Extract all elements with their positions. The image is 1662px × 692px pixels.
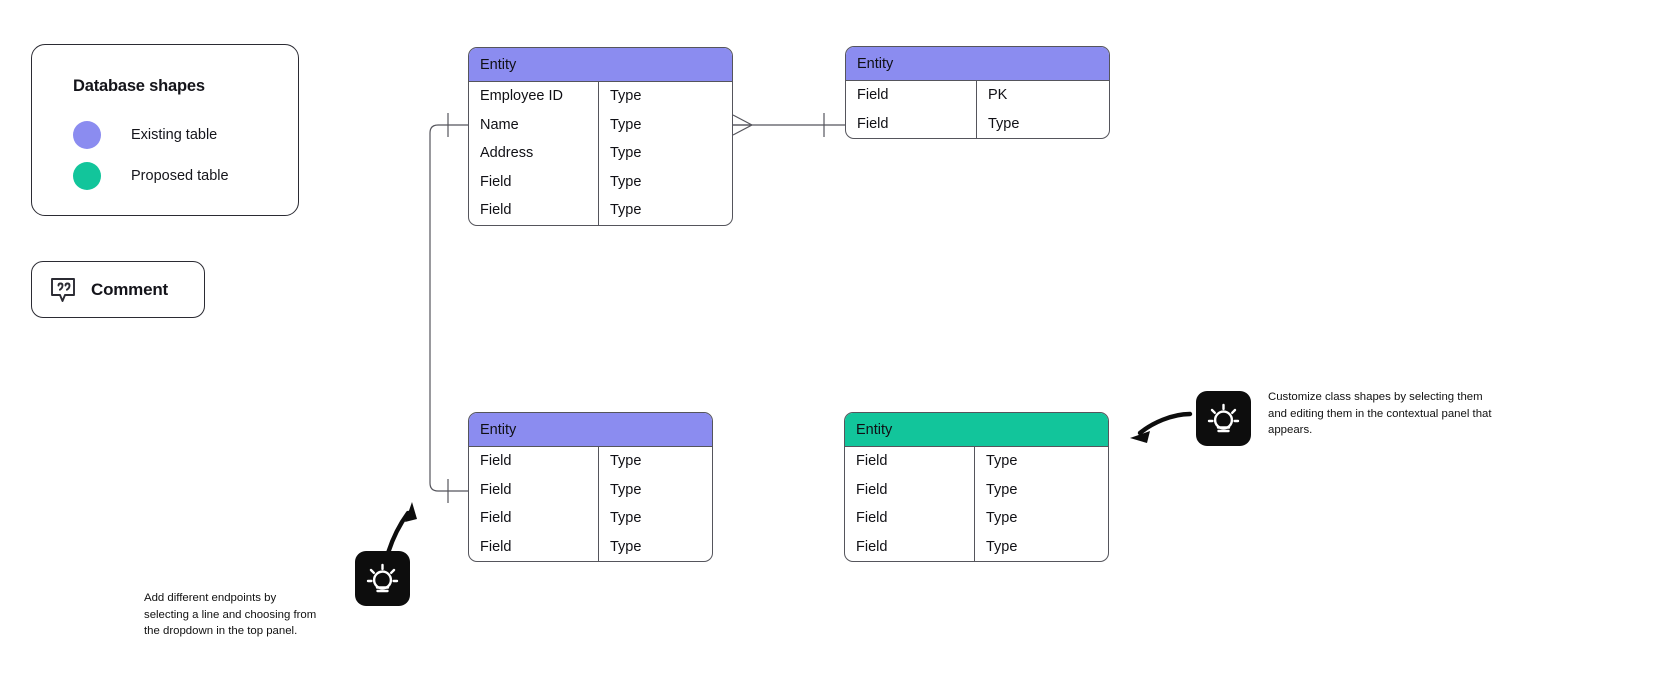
field-name-cell: Field bbox=[469, 504, 599, 533]
field-type-cell: Type bbox=[610, 453, 642, 470]
entity-title: Entity bbox=[480, 56, 517, 73]
table-row[interactable]: Field Type bbox=[845, 504, 1108, 533]
field-name-cell: Field bbox=[845, 475, 975, 504]
tip-line: appears. bbox=[1268, 424, 1313, 436]
field-name-cell: Field bbox=[845, 532, 975, 561]
table-row[interactable]: Field Type bbox=[845, 447, 1108, 476]
entity-header[interactable]: Entity bbox=[846, 47, 1109, 81]
field-type-cell: Type bbox=[610, 173, 642, 190]
table-row[interactable]: Field Type bbox=[469, 167, 732, 196]
tip-line: Add different endpoints by bbox=[144, 592, 277, 604]
lightbulb-icon bbox=[1207, 403, 1240, 433]
field-type-cell: Type bbox=[610, 481, 642, 498]
database-shapes-legend-card[interactable]: Database shapes Existing table Proposed … bbox=[31, 44, 299, 216]
tip-line: and editing them in the contextual panel… bbox=[1268, 407, 1492, 420]
entity-table-employee[interactable]: Entity Employee ID Type Name Type Addres… bbox=[468, 47, 733, 226]
field-name-cell: Field bbox=[846, 109, 977, 138]
field-name-cell: Field bbox=[845, 447, 975, 476]
field-type-cell: Type bbox=[610, 202, 642, 219]
entity-header[interactable]: Entity bbox=[469, 48, 732, 82]
legend-item-label: Proposed table bbox=[131, 168, 229, 184]
field-type-cell: Type bbox=[986, 481, 1018, 498]
table-row[interactable]: Field PK bbox=[846, 81, 1109, 110]
field-type-cell: Type bbox=[986, 453, 1018, 470]
field-type-cell: Type bbox=[986, 510, 1018, 527]
tip-badge-right[interactable] bbox=[1196, 391, 1251, 446]
tip-line: selecting a line and choosing from bbox=[144, 608, 317, 621]
table-row[interactable]: Field Type bbox=[469, 475, 712, 504]
field-name-cell: Field bbox=[846, 81, 977, 110]
table-row[interactable]: Field Type bbox=[846, 109, 1109, 138]
field-name-cell: Field bbox=[469, 447, 599, 476]
field-type-cell: Type bbox=[988, 115, 1020, 132]
tip-arrow-right bbox=[1130, 411, 1193, 443]
legend-item-label: Existing table bbox=[131, 127, 218, 143]
table-row[interactable]: Field Type bbox=[469, 196, 732, 225]
circle-swatch-icon bbox=[73, 162, 101, 190]
tip-text-bottom: Add different endpoints by selecting a l… bbox=[144, 590, 349, 640]
legend-item-proposed-table: Proposed table bbox=[73, 162, 229, 190]
table-row[interactable]: Field Type bbox=[469, 447, 712, 476]
entity-table-bottom-left[interactable]: Entity Field Type Field Type Field Type … bbox=[468, 412, 713, 562]
table-row[interactable]: Address Type bbox=[469, 139, 732, 168]
entity-table-bottom-right-proposed[interactable]: Entity Field Type Field Type Field Type … bbox=[844, 412, 1109, 562]
connector-employee-to-bottom-left[interactable] bbox=[429, 113, 468, 503]
field-type-cell: Type bbox=[610, 116, 642, 133]
table-row[interactable]: Field Type bbox=[845, 532, 1108, 561]
entity-header[interactable]: Entity bbox=[469, 413, 712, 447]
field-type-cell: Type bbox=[610, 88, 642, 105]
field-name-cell: Address bbox=[469, 139, 599, 168]
legend-item-existing-table: Existing table bbox=[73, 121, 217, 149]
tip-text-right: Customize class shapes by selecting them… bbox=[1268, 389, 1523, 439]
entity-title: Entity bbox=[480, 421, 517, 438]
connector-employee-to-top-right[interactable] bbox=[732, 113, 845, 137]
tip-line: the dropdown in the top panel. bbox=[144, 625, 298, 637]
lightbulb-icon bbox=[366, 563, 399, 593]
field-name-cell: Field bbox=[469, 475, 599, 504]
entity-header[interactable]: Entity bbox=[845, 413, 1108, 447]
field-name-cell: Field bbox=[469, 167, 599, 196]
table-row[interactable]: Employee ID Type bbox=[469, 82, 732, 111]
comment-button-label: Comment bbox=[91, 279, 168, 299]
field-type-cell: Type bbox=[986, 538, 1018, 555]
comment-bubble-icon bbox=[48, 275, 78, 305]
table-row[interactable]: Field Type bbox=[469, 532, 712, 561]
entity-title: Entity bbox=[856, 421, 893, 438]
field-name-cell: Name bbox=[469, 110, 599, 139]
tip-badge-bottom[interactable] bbox=[355, 551, 410, 606]
field-type-cell: Type bbox=[610, 510, 642, 527]
tip-line: Customize class shapes by selecting them bbox=[1268, 391, 1483, 403]
field-type-cell: Type bbox=[610, 145, 642, 162]
field-type-cell: PK bbox=[988, 87, 1008, 104]
field-name-cell: Employee ID bbox=[469, 82, 599, 111]
table-row[interactable]: Field Type bbox=[845, 475, 1108, 504]
table-row[interactable]: Field Type bbox=[469, 504, 712, 533]
entity-table-top-right[interactable]: Entity Field PK Field Type bbox=[845, 46, 1110, 139]
table-row[interactable]: Name Type bbox=[469, 110, 732, 139]
field-name-cell: Field bbox=[469, 532, 599, 561]
field-type-cell: Type bbox=[610, 538, 642, 555]
entity-title: Entity bbox=[857, 55, 894, 72]
circle-swatch-icon bbox=[73, 121, 101, 149]
field-name-cell: Field bbox=[469, 196, 599, 225]
field-name-cell: Field bbox=[845, 504, 975, 533]
comment-button[interactable]: Comment bbox=[31, 261, 205, 318]
legend-title: Database shapes bbox=[73, 77, 205, 95]
